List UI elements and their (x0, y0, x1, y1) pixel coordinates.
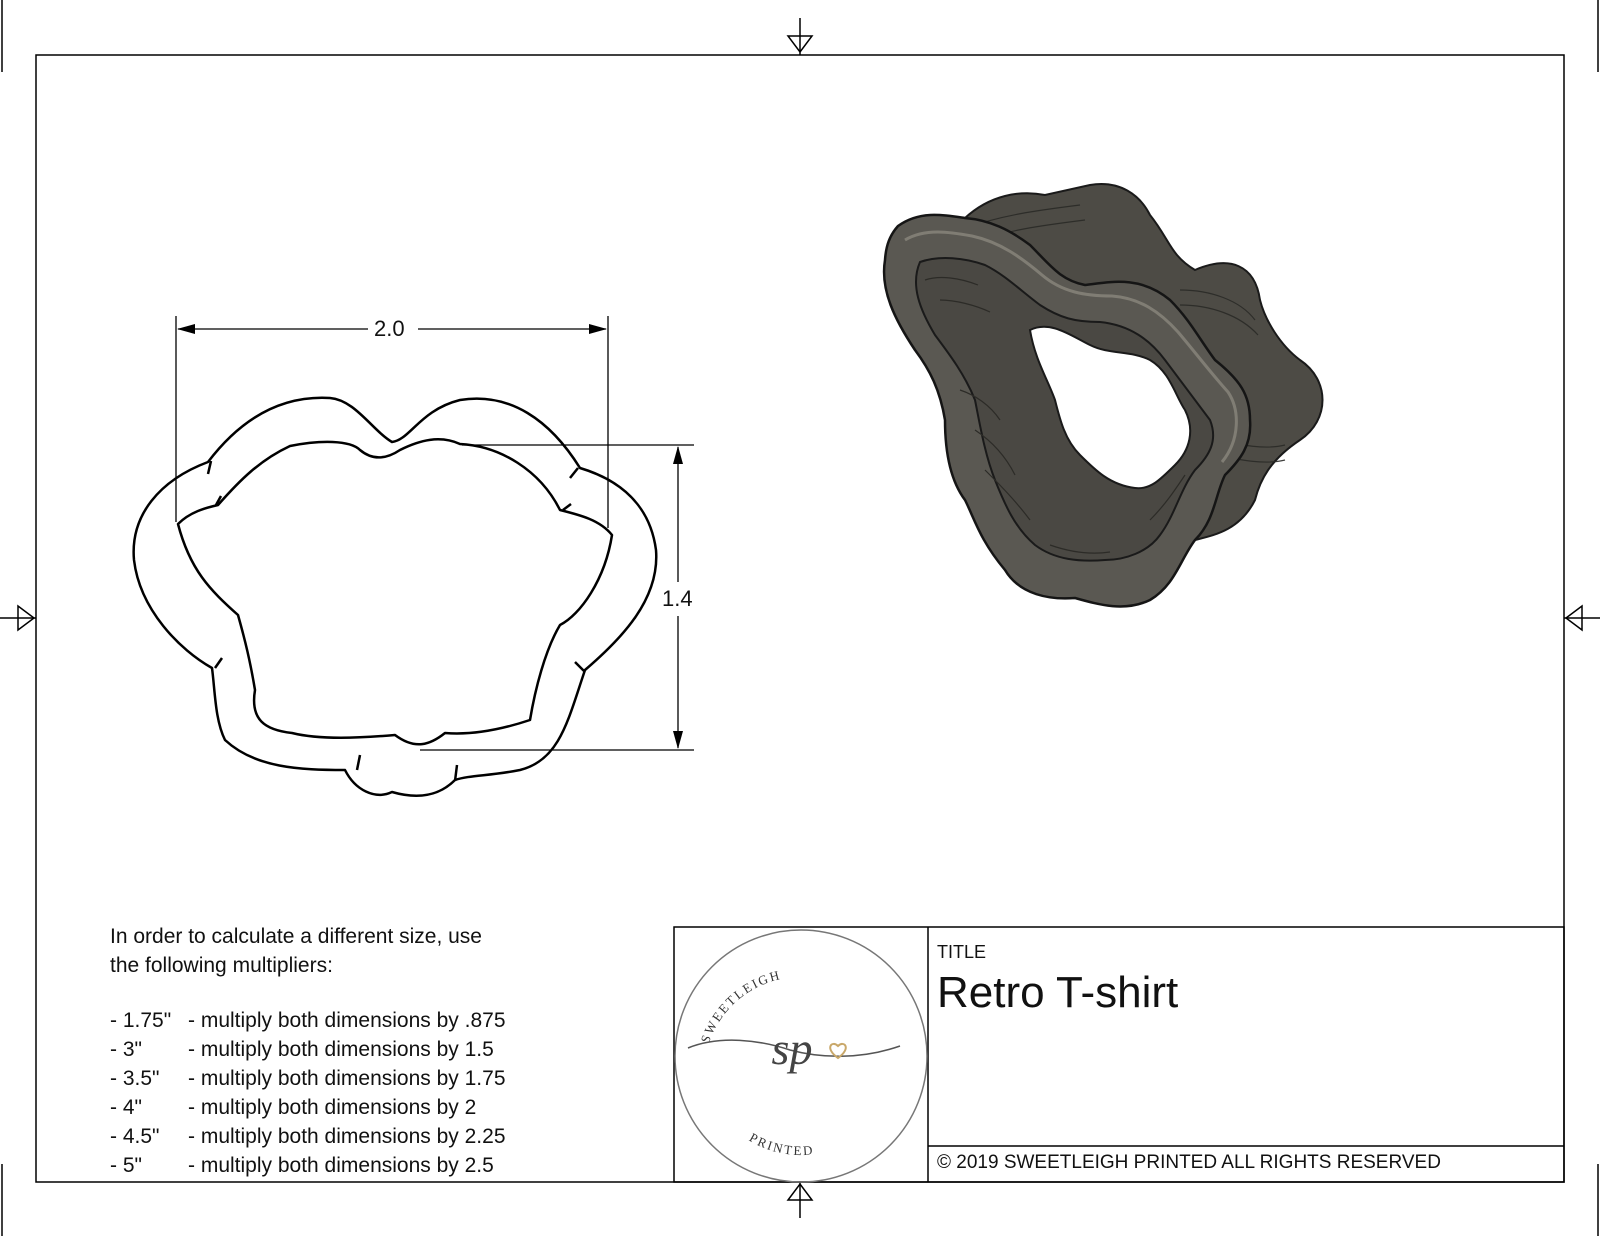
heart-icon (829, 1042, 847, 1060)
multiplier-text: - multiply both dimensions by 1.5 (188, 1038, 494, 1061)
logo-monogram: sp (772, 1023, 813, 1074)
multiplier-size: - 3.5" (110, 1067, 160, 1090)
multiplier-size: - 5" (110, 1154, 142, 1177)
multiplier-text: - multiply both dimensions by 2.5 (188, 1154, 494, 1177)
inner-outline (176, 438, 614, 746)
multiplier-row: - 4" - multiply both dimensions by 2 (110, 1093, 506, 1122)
notes-intro-line2: the following multipliers: (110, 954, 333, 977)
outer-outline (132, 396, 658, 798)
cutter-3d-render (882, 183, 1324, 608)
cutter-outline-2d (132, 396, 658, 798)
multiplier-text: - multiply both dimensions by 2.25 (188, 1125, 506, 1148)
brand-logo: SWEETLEIGH PRINTED sp (674, 929, 928, 1183)
drawing-title: Retro T-shirt (937, 968, 1179, 1017)
multiplier-row: - 4.5" - multiply both dimensions by 2.25 (110, 1122, 506, 1151)
notes-intro-line1: In order to calculate a different size, … (110, 925, 482, 948)
height-dimension (420, 444, 694, 751)
multiplier-row: - 3" - multiply both dimensions by 1.5 (110, 1035, 506, 1064)
multiplier-row: - 1.75" - multiply both dimensions by .87… (110, 1006, 506, 1035)
title-label: TITLE (937, 942, 987, 962)
multiplier-text: - multiply both dimensions by .875 (188, 1009, 506, 1032)
multiplier-text: - multiply both dimensions by 2 (188, 1096, 477, 1119)
multiplier-size: - 1.75" (110, 1009, 172, 1032)
logo-top-text: SWEETLEIGH (697, 967, 782, 1045)
title-block-frame (673, 926, 1565, 1183)
multiplier-row: - 3.5" - multiply both dimensions by 1.75 (110, 1064, 506, 1093)
height-dimension-label: 1.4 (662, 586, 693, 611)
logo-bottom-text: PRINTED (747, 1130, 815, 1158)
multiplier-size: - 3" (110, 1038, 142, 1061)
multiplier-text: - multiply both dimensions by 1.75 (188, 1067, 506, 1090)
resize-notes: In order to calculate a different size, … (110, 922, 506, 1180)
width-dimension (175, 316, 609, 528)
width-dimension-label: 2.0 (374, 316, 405, 341)
multiplier-size: - 4" (110, 1096, 142, 1119)
cutter-hollow (1028, 325, 1192, 490)
copyright-notice: © 2019 SWEETLEIGH PRINTED ALL RIGHTS RES… (937, 1152, 1441, 1173)
multiplier-list: - 1.75" - multiply both dimensions by .87… (110, 1006, 506, 1180)
multiplier-row: - 5" - multiply both dimensions by 2.5 (110, 1151, 506, 1180)
multiplier-size: - 4.5" (110, 1125, 160, 1148)
centering-marks (0, 18, 1600, 1218)
